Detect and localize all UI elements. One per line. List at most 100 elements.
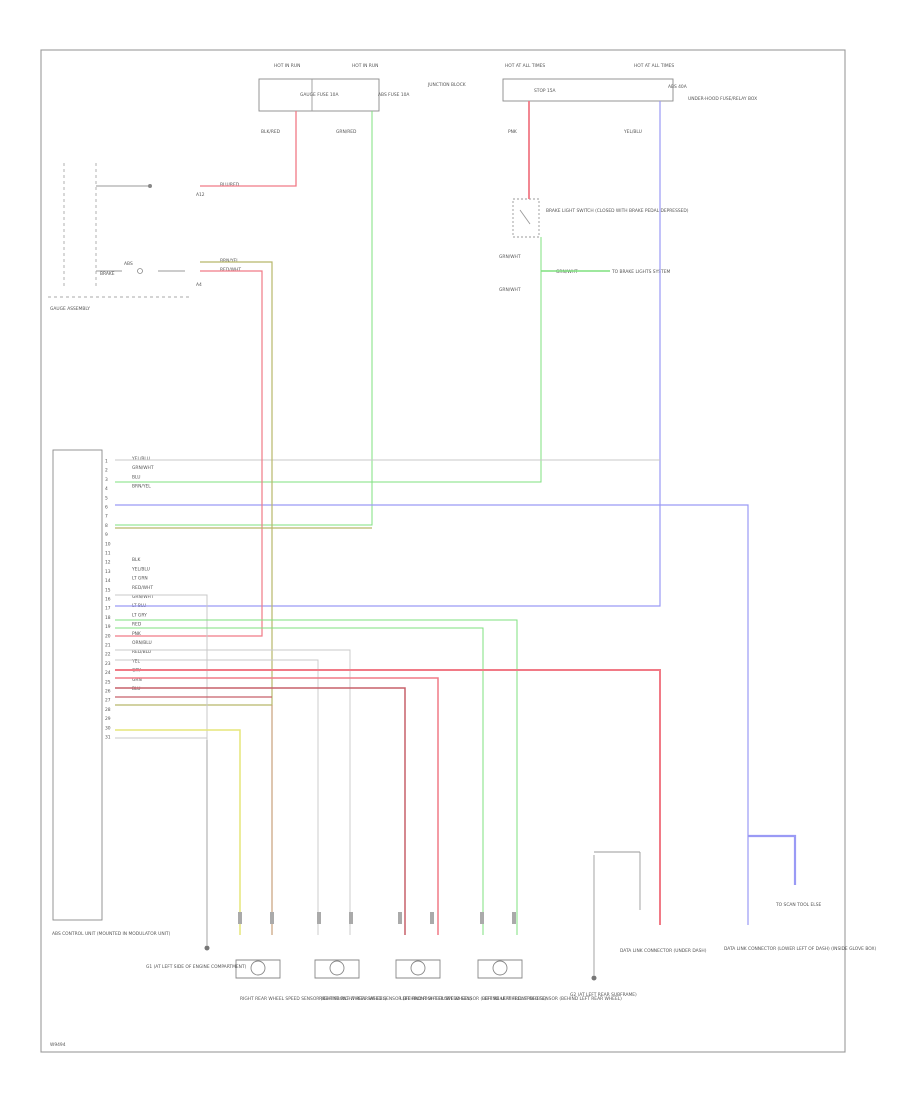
wire-label: GRN/RED: [336, 129, 357, 135]
pin-number: 18: [105, 615, 111, 621]
pin-wire-color: YEL/BLU: [131, 566, 150, 572]
scan-tool-label: TO SCAN TOOL ELSE: [775, 902, 822, 908]
gauge-brake-lamp: BRAKE: [100, 271, 115, 277]
wire-abs-power: [115, 101, 661, 607]
ground-g1-label: G1 (AT LEFT SIDE OF ENGINE COMPARTMENT): [146, 964, 247, 970]
wire-modulator: [115, 669, 661, 925]
diagram-frame: [40, 49, 846, 1053]
gauge-pin: A4: [196, 282, 202, 288]
pin-number: 7: [105, 514, 108, 520]
wire-scan-tool: [748, 834, 797, 885]
pin-wire-color: LT GRN: [132, 576, 148, 582]
wheel-speed-sensor: LEFT FRONT WHEEL SPEED SENSOR (BEHIND LE…: [395, 912, 546, 1002]
pin-wire-color: YEL: [131, 658, 140, 664]
sensor-label: RIGHT FRONT WHEEL SPEED SENSOR (BEHIND R…: [319, 996, 472, 1002]
pin-number: 22: [105, 652, 111, 658]
pin-wire-color: RED/BLU: [132, 649, 151, 655]
pin-number: 2: [105, 468, 108, 474]
wheel-speed-sensor: LEFT REAR WHEEL SPEED SENSOR (BEHIND LEF…: [477, 912, 622, 1002]
wire-lr-sensor-a: [115, 619, 518, 935]
pin-wire-color: RED: [132, 622, 142, 628]
wire-abs-lamp: [115, 261, 273, 706]
brake-light-switch: BRAKE LIGHT SWITCH (CLOSED WITH BRAKE PE…: [512, 198, 689, 275]
pin-number: 29: [105, 716, 111, 722]
pin-number: 13: [105, 569, 111, 575]
wire-label: RED/WHT: [220, 267, 241, 273]
sensor-label: LEFT FRONT WHEEL SPEED SENSOR (BEHIND LE…: [400, 996, 546, 1002]
fuse-gauge: GAUGE FUSE 10A: [300, 92, 338, 98]
wire-lr-sensor-b: [115, 627, 484, 935]
pin-number: 10: [105, 541, 111, 547]
pin-wire-color: GRN/WHT: [132, 594, 154, 600]
pin-number: 16: [105, 597, 111, 603]
abs-control-unit-box: [52, 449, 103, 921]
gauge-pin: A12: [196, 192, 205, 198]
pin-number: 24: [105, 670, 111, 676]
pin-number: 15: [105, 587, 111, 593]
pin-number: 25: [105, 679, 111, 685]
wire-rf-sensor-a: [115, 649, 351, 935]
wire-label: YEL/BLU: [623, 129, 642, 135]
pin-wire-color: RED/WHT: [132, 585, 153, 591]
pin-number: 12: [105, 560, 111, 566]
wire-lf-sensor-a: [115, 677, 439, 935]
underhood-box: [502, 78, 674, 102]
pin-number: 3: [105, 477, 108, 483]
pin-wire-color: BLU: [132, 686, 140, 692]
pin-number: 30: [105, 725, 111, 731]
control-unit-label: ABS CONTROL UNIT (MOUNTED IN MODULATOR U…: [52, 931, 171, 937]
fuse-hot-at-all-times-left: HOT AT ALL TIMES: [505, 63, 545, 69]
pin-number: 6: [105, 505, 108, 511]
brake-switch-label: BRAKE LIGHT SWITCH (CLOSED WITH BRAKE PE…: [546, 208, 689, 214]
pin-number: 5: [105, 495, 108, 501]
fuse-abs-40: ABS 40A: [668, 84, 687, 90]
wire-label: BLK/RED: [261, 129, 281, 135]
pin-number: 31: [105, 735, 111, 741]
wire-label: GRN/WHT: [556, 269, 578, 275]
wire-rr-sensor-a: [115, 729, 241, 935]
wheel-speed-sensors: RIGHT REAR WHEEL SPEED SENSOR (BEHIND RI…: [235, 912, 622, 1002]
wire-lf-sensor-b: [115, 687, 406, 935]
wire-brake-signal: [115, 237, 542, 483]
junction-block-label: JUNCTION BLOCK: [427, 82, 466, 88]
wire-label: GRN/WHT: [499, 254, 521, 260]
wheel-speed-sensor: RIGHT REAR WHEEL SPEED SENSOR (BEHIND RI…: [235, 912, 387, 1002]
ground-g2: G2 (AT LEFT REAR SUBFRAME): [570, 851, 641, 998]
gauge-label: GAUGE ASSEMBLY: [50, 306, 90, 312]
fuse-hot-in-run-left: HOT IN RUN: [274, 63, 300, 69]
fuse-hot-in-run-right: HOT IN RUN: [352, 63, 378, 69]
pin-number: 1: [105, 459, 108, 465]
brake-lights-to: TO BRAKE LIGHTS SYSTEM: [611, 269, 670, 275]
gauge-abs-lamp: ABS: [124, 261, 133, 267]
pin-wire-color: BRN/YEL: [132, 484, 151, 490]
pin-number: 23: [105, 661, 111, 667]
wire-rf-sensor-b: [115, 659, 319, 935]
pin-number: 27: [105, 698, 111, 704]
pin-wire-color: YEL/BLU: [131, 456, 150, 462]
wire-data-link: [115, 504, 749, 925]
wire-label: GRN/WHT: [499, 287, 521, 293]
bottom-right-connector: DATA LINK CONNECTOR (LOWER LEFT OF DASH)…: [724, 946, 876, 952]
wire-ground: [115, 594, 208, 740]
pin-number: 8: [105, 523, 108, 529]
fuse-stop: STOP 15A: [534, 88, 556, 94]
wire-harness: [115, 101, 797, 935]
pin-number: 11: [105, 551, 111, 557]
underhood-label: UNDER-HOOD FUSE/RELAY BOX: [688, 96, 757, 102]
junction-block-box: [258, 78, 380, 112]
pin-number: 9: [105, 532, 108, 538]
pin-number: 14: [105, 578, 111, 584]
data-link-label: DATA LINK CONNECTOR (UNDER DASH): [620, 948, 707, 954]
pin-wire-color: BLK: [132, 557, 140, 563]
pin-number: 17: [105, 606, 111, 612]
wire-label: PNK: [508, 129, 517, 135]
fuse-hot-at-all-times-right: HOT AT ALL TIMES: [634, 63, 674, 69]
pin-wire-color: LT GRY: [132, 612, 147, 618]
pin-number: 4: [105, 486, 108, 492]
pin-number: 26: [105, 689, 111, 695]
fuse-abs: ABS FUSE 10A: [378, 92, 409, 98]
wheel-speed-sensor: RIGHT FRONT WHEEL SPEED SENSOR (BEHIND R…: [314, 912, 472, 1002]
sensor-label: LEFT REAR WHEEL SPEED SENSOR (BEHIND LEF…: [482, 996, 622, 1002]
